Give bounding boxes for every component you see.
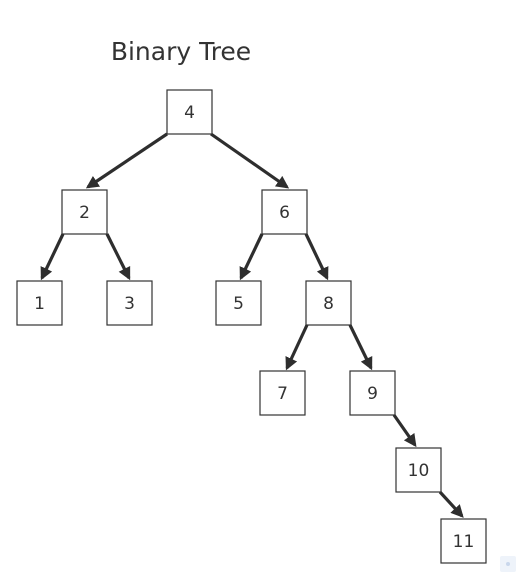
node-label: 9 [367, 384, 378, 404]
edge-n8-to-n7 [285, 324, 309, 371]
edge-n2-to-n3 [105, 233, 131, 281]
edge-n10-to-n11 [438, 490, 464, 518]
node-box [16, 280, 63, 326]
node-label: 3 [124, 294, 135, 314]
node-box [395, 447, 442, 493]
tree-node-9: 9 [349, 370, 396, 416]
node-box [261, 189, 308, 235]
edge-n9-to-n10 [392, 414, 417, 448]
tree-node-2: 2 [61, 189, 108, 235]
edge-n6-to-n8 [304, 233, 329, 281]
edge-n4-to-n6 [210, 132, 290, 189]
diagram-title: Binary Tree [111, 37, 251, 66]
nodes-layer: 4 2 6 1 3 5 8 7 9 10 11 [16, 89, 487, 564]
node-label: 10 [408, 461, 430, 481]
node-box [440, 518, 487, 564]
tree-node-4: 4 [166, 89, 213, 135]
node-box [106, 280, 153, 326]
node-label: 1 [34, 294, 45, 314]
tree-node-7: 7 [259, 370, 306, 416]
node-label: 7 [277, 384, 288, 404]
edge-n8-to-n9 [348, 324, 373, 371]
node-box [61, 189, 108, 235]
tree-node-8: 8 [305, 280, 352, 326]
tree-node-10: 10 [395, 447, 442, 493]
node-box [166, 89, 213, 135]
node-label: 8 [323, 294, 334, 314]
node-label: 2 [79, 203, 90, 223]
tree-node-5: 5 [215, 280, 262, 326]
node-box [349, 370, 396, 416]
corner-widget-icon [500, 556, 516, 572]
node-label: 11 [453, 532, 475, 552]
edges-layer [40, 132, 464, 518]
node-box [305, 280, 352, 326]
node-box [215, 280, 262, 326]
node-label: 5 [233, 294, 244, 314]
edge-n4-to-n2 [85, 132, 168, 189]
tree-node-6: 6 [261, 189, 308, 235]
edge-n6-to-n5 [239, 233, 264, 281]
tree-node-11: 11 [440, 518, 487, 564]
tree-node-3: 3 [106, 280, 153, 326]
edge-n2-to-n1 [40, 233, 65, 281]
node-box [259, 370, 306, 416]
tree-node-1: 1 [16, 280, 63, 326]
node-label: 4 [184, 103, 195, 123]
node-label: 6 [279, 203, 290, 223]
